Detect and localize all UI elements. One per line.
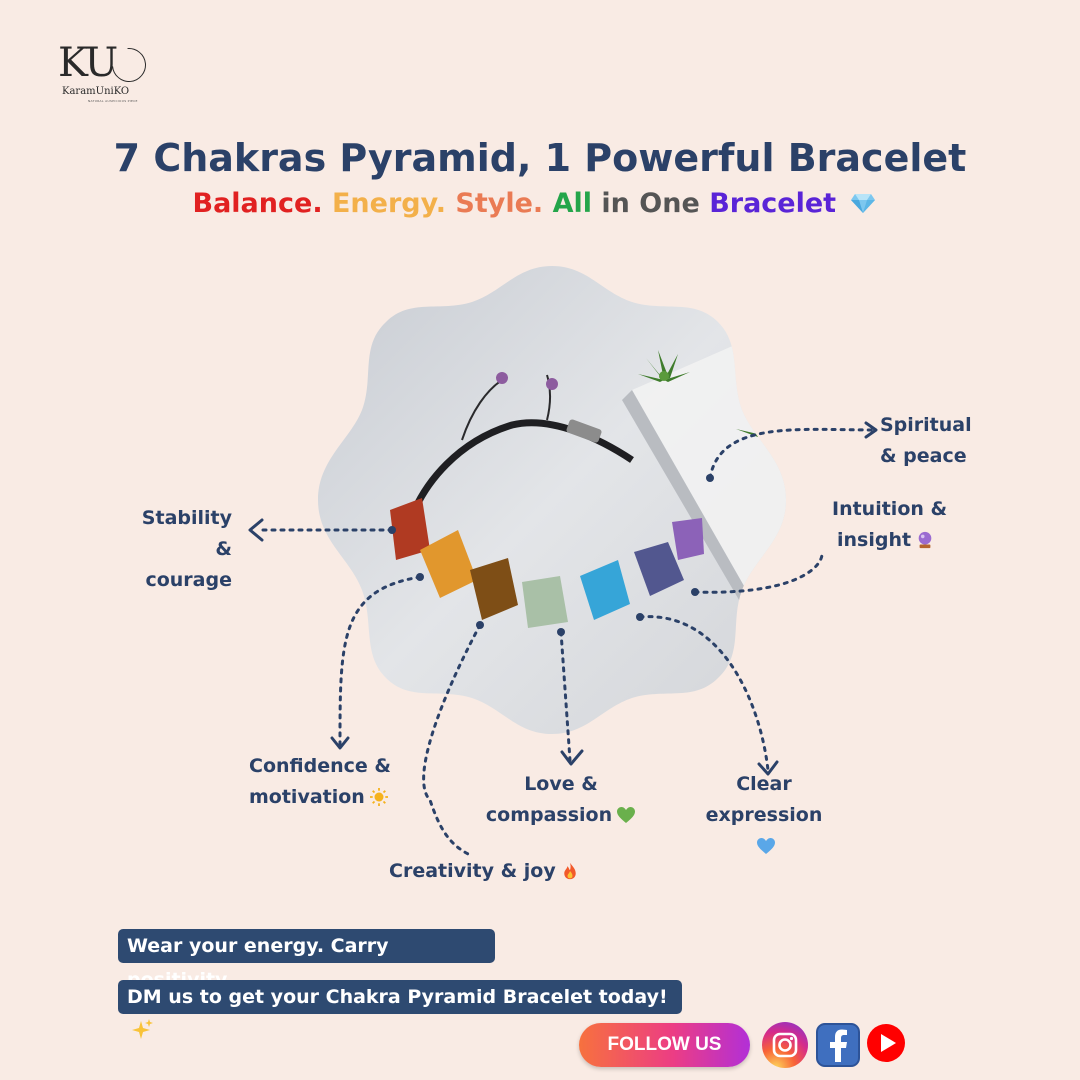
subtitle-word-in: in xyxy=(601,188,630,219)
label-solar-line1: Confidence & xyxy=(249,755,391,777)
label-heart-chakra: Love & compassion xyxy=(485,769,637,831)
subtitle-word-balance: Balance. xyxy=(192,188,323,219)
logo-name: KaramUniKO xyxy=(62,86,130,97)
label-throat-line1: Clear xyxy=(736,773,792,795)
brand-logo: KU KaramUniKO NATURAL AUSPICIOUS PIECE xyxy=(52,40,162,104)
facebook-icon[interactable] xyxy=(815,1022,861,1068)
label-root-line1: Stability & xyxy=(141,507,232,560)
subtitle-word-one: One xyxy=(639,188,700,219)
label-heart-line1: Love & xyxy=(524,773,598,795)
subtitle-word-style: Style. xyxy=(455,188,544,219)
label-heart-line2: compassion xyxy=(485,804,613,826)
label-third-eye-line1: Intuition & xyxy=(832,498,948,520)
gem-icon xyxy=(850,194,875,213)
subtitle-word-bracelet: Bracelet xyxy=(709,188,837,219)
label-crown-line1: Spiritual xyxy=(880,414,972,436)
page-title: 7 Chakras Pyramid, 1 Powerful Bracelet xyxy=(113,136,967,180)
bracelet-photo xyxy=(318,266,786,734)
label-throat-line2: expression xyxy=(705,804,823,826)
label-solar-chakra: Confidence & motivation xyxy=(249,751,391,813)
blue-heart-icon xyxy=(757,838,775,854)
youtube-icon[interactable] xyxy=(866,1022,912,1068)
label-crown-chakra: Spiritual & peace xyxy=(880,410,972,472)
crystal-ball-icon xyxy=(918,531,932,549)
cta-text: DM us to get your Chakra Pyramid Bracele… xyxy=(127,986,668,1008)
label-sacral-line1: Creativity & joy xyxy=(389,860,556,882)
logo-mark: KU xyxy=(58,40,118,86)
subtitle-word-all: All xyxy=(552,188,592,219)
label-crown-line2: & peace xyxy=(880,445,967,467)
logo-tagline: NATURAL AUSPICIOUS PIECE xyxy=(88,99,138,103)
label-third-eye-chakra: Intuition & insight xyxy=(832,494,947,556)
label-root-line2: courage xyxy=(145,569,232,591)
page-subtitle: Balance. Energy. Style. All in One Brace… xyxy=(0,188,1080,219)
label-sacral-chakra: Creativity & joy xyxy=(389,856,580,887)
fire-icon xyxy=(564,862,576,880)
cta-pill: DM us to get your Chakra Pyramid Bracele… xyxy=(118,980,682,1039)
label-solar-line2: motivation xyxy=(249,786,365,808)
follow-us-button[interactable]: FOLLOW US xyxy=(579,1023,750,1067)
green-heart-icon xyxy=(617,807,636,823)
label-throat-chakra: Clear expression xyxy=(694,769,834,862)
instagram-icon[interactable] xyxy=(762,1022,808,1068)
tagline-pill: Wear your energy. Carry positivity. xyxy=(118,929,495,991)
label-third-eye-line2: insight xyxy=(837,529,912,551)
sun-icon xyxy=(369,788,388,806)
subtitle-word-energy: Energy. xyxy=(331,188,446,219)
sparkles-icon xyxy=(132,1019,153,1039)
label-root-chakra: Stability & courage xyxy=(126,503,232,596)
